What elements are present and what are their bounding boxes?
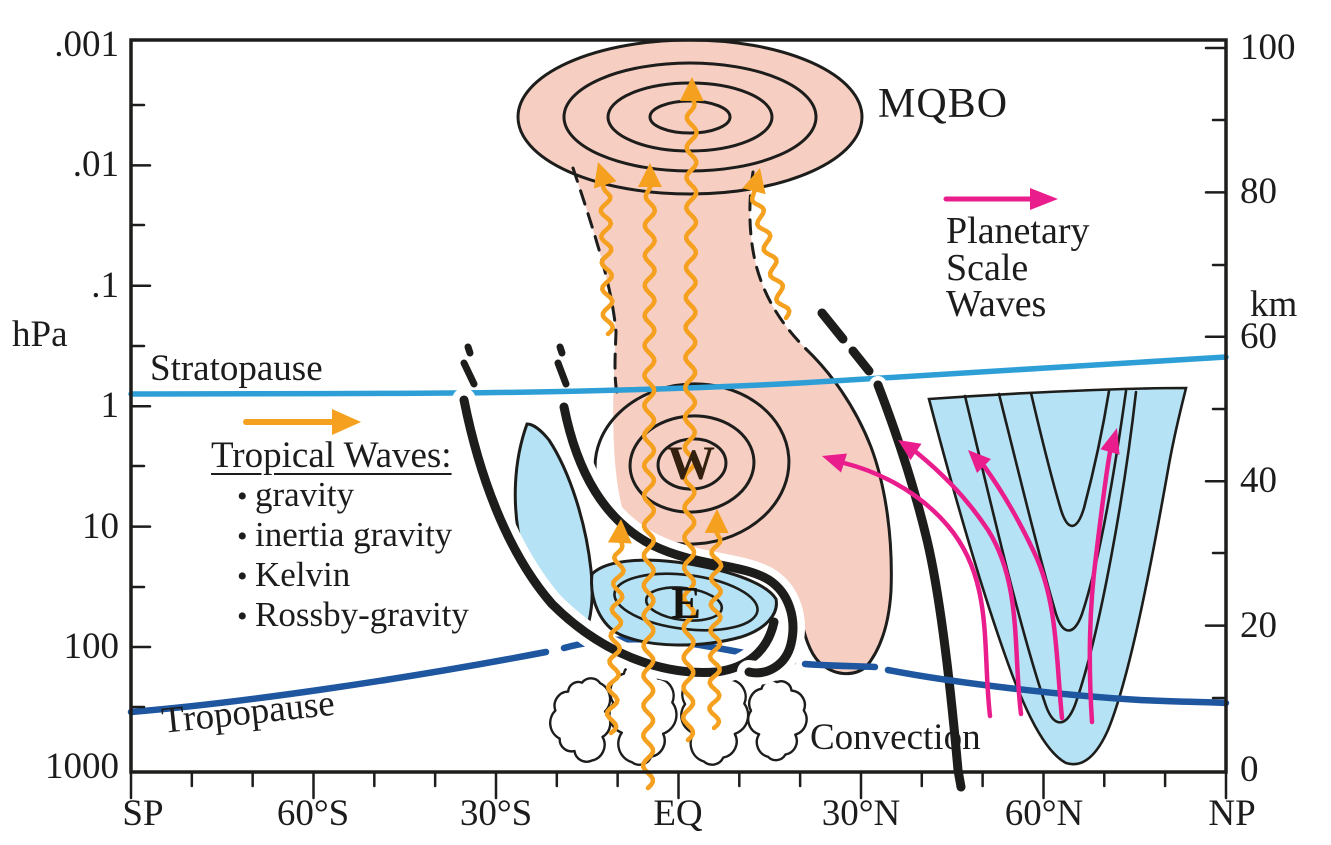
mqbo-contour: [648, 99, 732, 135]
tropical-wave-arrow: [604, 540, 626, 736]
bottom-tick-label: 60°S: [276, 793, 350, 834]
tropical-waves-legend-title: Tropical Waves:: [211, 435, 452, 476]
bottom-tick-label: 30°N: [821, 793, 901, 834]
mqbo-label: MQBO: [878, 81, 1009, 127]
tropopause-line-south: [127, 648, 550, 716]
tropical-wave-arrow-arrowhead-icon: [607, 519, 632, 544]
stratopause-line: [128, 354, 1229, 397]
planetary-wave-arrowhead-icon: [968, 450, 991, 473]
right-tick-label: 100: [1240, 27, 1296, 68]
tropical-wave-arrow: [749, 188, 792, 321]
planetary-line: Waves: [946, 283, 1047, 325]
planetary-wave-arrowhead-icon: [898, 440, 922, 461]
planetary-waves-legend-arrowhead-icon: [1030, 188, 1058, 210]
mqbo-funnel-region: [573, 156, 892, 674]
bottom-tick-label: 60°N: [1004, 793, 1084, 834]
zero-wind-line-a-dot: [464, 343, 474, 357]
tropical-wave-item: Kelvin: [237, 557, 350, 592]
stratopause-label: Stratopause: [150, 348, 323, 389]
left-tick-label: .001: [54, 24, 119, 65]
tropical-wave-item: gravity: [237, 477, 354, 512]
westerly-cell-contour: [628, 414, 756, 514]
critical-line: [873, 380, 966, 792]
tropopause-line-north: [884, 666, 1230, 707]
left-tick-label: .01: [72, 144, 119, 185]
convection-label: Convection: [810, 717, 981, 758]
right-tick-label: 20: [1240, 605, 1277, 646]
tropical-wave-arrow-arrowhead-icon: [679, 77, 704, 102]
tropical-wave-arrow-arrowhead-icon: [637, 163, 662, 188]
critical-line-dash: [817, 308, 848, 344]
polar-westerly-region: [927, 386, 1188, 766]
planetary-line: Planetary: [946, 210, 1090, 252]
left-tick-label: 10: [82, 506, 119, 547]
funnel-right-dashed-boundary: [748, 170, 808, 351]
right-tick-label: 80: [1240, 171, 1277, 212]
bottom-tick-label: SP: [122, 793, 164, 834]
tropical-waves-legend-arrowhead-icon: [332, 409, 361, 435]
planetary-wave-arrowhead-icon: [822, 453, 847, 473]
zero-wind-line-b-dash: [554, 359, 570, 388]
easterly-cell-contour: [644, 586, 724, 622]
right-axis-unit: km: [1250, 284, 1298, 325]
right-tick-label: 40: [1240, 460, 1277, 501]
bottom-tick-label: 30°S: [459, 793, 533, 834]
westerly-wind-label: W: [667, 437, 715, 490]
left-tick-label: 100: [63, 626, 120, 667]
polar-westerly-contour: [997, 389, 1128, 632]
critical-line-dash: [848, 346, 874, 376]
bottom-tick-label: NP: [1208, 793, 1256, 834]
tropical-wave-arrow: [681, 98, 699, 743]
convection-cloud: [747, 679, 808, 762]
tropical-wave-arrow: [707, 530, 724, 731]
right-tick-label: 60: [1240, 316, 1277, 357]
planetary-wave-arrow: [981, 463, 1065, 721]
zero-wind-line-b: [559, 402, 798, 678]
planetary-wave-arrow: [913, 449, 1024, 717]
left-tick-label: 1: [100, 385, 120, 426]
planetary-scale-waves-label: Planetary Scale Waves: [946, 210, 1090, 325]
planetary-wave-arrow: [1087, 449, 1113, 725]
tropical-wave-item: Rossby-gravity: [237, 597, 469, 632]
planetary-wave-arrowhead-icon: [1100, 428, 1120, 455]
polar-westerly-contour: [963, 390, 1138, 724]
tropical-wave-arrow-arrowhead-icon: [704, 509, 729, 534]
tropical-wave-arrow-arrowhead-icon: [742, 168, 766, 195]
easterly-wind-label: E: [670, 578, 701, 628]
bottom-tick-label: EQ: [653, 793, 703, 834]
planetary-wave-arrow: [841, 460, 993, 719]
left-tick-label: .1: [91, 265, 119, 306]
funnel-left-dashed-boundary: [571, 166, 619, 395]
tropical-wave-arrow: [598, 182, 616, 337]
left-tick-label: 1000: [45, 746, 119, 787]
tropopause-line-subtropical: [801, 660, 879, 671]
polar-westerly-contour: [1029, 389, 1111, 528]
zero-wind-line-a-dash: [460, 359, 478, 388]
zero-wind-line-b-dot: [556, 343, 566, 357]
convection-cloud: [549, 677, 612, 763]
planetary-line: Scale: [946, 246, 1029, 289]
right-tick-label: 0: [1240, 749, 1259, 790]
left-axis-unit: hPa: [12, 314, 68, 355]
tropical-wave-arrow: [641, 184, 658, 791]
tropical-wave-arrow-arrowhead-icon: [593, 162, 617, 189]
tropical-wave-item: inertia gravity: [237, 517, 452, 552]
